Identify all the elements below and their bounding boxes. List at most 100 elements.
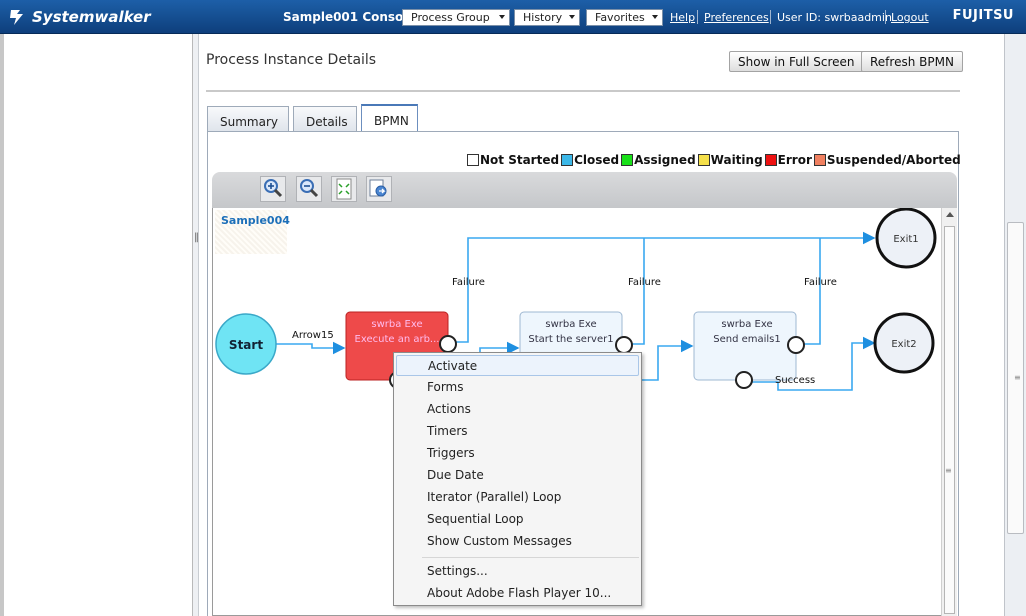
tab-bpmn[interactable]: BPMN	[361, 104, 418, 132]
menu-item-activate[interactable]: Activate	[396, 355, 639, 376]
flow-task1-to-exit1	[456, 231, 876, 343]
page-scrollbar-thumb[interactable]: ≡	[1007, 222, 1024, 534]
task3-port	[735, 371, 753, 389]
fit-to-window-icon[interactable]	[331, 176, 357, 202]
header-separator	[885, 10, 886, 24]
panel-splitter[interactable]	[193, 34, 199, 616]
refresh-bpmn-button[interactable]: Refresh BPMN	[861, 51, 963, 72]
brand-logo: Systemwalker	[8, 6, 151, 28]
header-separator	[697, 10, 698, 24]
splitter-grip-icon[interactable]: ‖	[194, 232, 199, 243]
end-event-exit2	[873, 312, 935, 374]
chevron-down-icon	[652, 15, 658, 19]
task-label-line1: swrba Exe	[545, 319, 596, 330]
history-menu-label: History	[523, 11, 563, 24]
legend-label: Suspended/Aborted	[826, 153, 961, 167]
preferences-link[interactable]: Preferences	[704, 11, 769, 24]
flow-label-success: Success	[775, 375, 815, 386]
logout-link[interactable]: Logout	[891, 11, 929, 24]
legend-swatch-waiting	[697, 154, 710, 166]
history-menu[interactable]: History	[514, 9, 580, 26]
chevron-down-icon	[499, 15, 505, 19]
legend-label: Closed	[574, 153, 620, 167]
menu-item-forms[interactable]: Forms	[427, 380, 464, 394]
chevron-down-icon	[569, 15, 575, 19]
zoom-out-icon[interactable]	[296, 176, 322, 202]
legend-swatch-assigned	[621, 154, 634, 166]
end-event-exit1	[875, 208, 937, 269]
status-legend: Not Started Closed Assigned Waiting Erro…	[465, 153, 961, 167]
menu-item-about-flash-player[interactable]: About Adobe Flash Player 10...	[427, 586, 612, 600]
export-icon[interactable]	[366, 176, 392, 202]
systemwalker-logo-icon	[10, 10, 23, 25]
task-label-line2: Start the server1	[528, 334, 613, 345]
end-event-label: Exit2	[891, 339, 916, 350]
task3-port	[787, 336, 805, 354]
legend-swatch-error	[764, 154, 777, 166]
tab-summary-label: Summary	[220, 115, 278, 129]
menu-item-show-custom-messages[interactable]: Show Custom Messages	[427, 534, 572, 548]
brand-name: Systemwalker	[32, 8, 151, 26]
end-event-label: Exit1	[893, 234, 918, 245]
menu-item-timers[interactable]: Timers	[427, 424, 468, 438]
task-label-line2: Send emails1	[713, 334, 781, 345]
legend-swatch-suspended-aborted	[813, 154, 826, 166]
legend-label: Not Started	[480, 153, 560, 167]
top-header: Systemwalker Sample001 Console Process G…	[0, 0, 1026, 34]
legend-label: Error	[777, 153, 812, 167]
start-event-label: Start	[229, 338, 263, 352]
flow-label-failure: Failure	[452, 277, 485, 288]
menu-item-sequential-loop[interactable]: Sequential Loop	[427, 512, 524, 526]
canvas-scrollbar[interactable]: ≡	[941, 208, 957, 616]
context-menu: Activate Forms Actions Timers Triggers D…	[393, 352, 642, 606]
flow-task2-to-exit1	[632, 238, 645, 345]
favorites-menu-label: Favorites	[595, 11, 645, 24]
legend-swatch-not-started	[467, 154, 479, 166]
process-group-menu[interactable]: Process Group	[402, 9, 510, 26]
flow-label-arrow15: Arrow15	[292, 330, 334, 341]
show-full-screen-button[interactable]: Show in Full Screen	[729, 51, 864, 72]
flow-label-failure: Failure	[804, 277, 837, 288]
left-panel	[0, 34, 193, 616]
menu-divider	[422, 557, 639, 558]
pool-label: Sample004	[215, 210, 290, 254]
legend-swatch-closed	[561, 154, 574, 166]
tab-details-label: Details	[306, 115, 348, 129]
console-title: Sample001 Console	[283, 10, 416, 24]
task-label-line1: swrba Exe	[371, 319, 422, 330]
task-label-line2: Execute an arb...	[355, 334, 440, 345]
process-group-menu-label: Process Group	[411, 11, 490, 24]
menu-item-due-date[interactable]: Due Date	[427, 468, 484, 482]
flow-task3-to-exit2	[746, 336, 876, 391]
flow-start-to-task1	[276, 341, 346, 355]
tab-details[interactable]: Details	[293, 106, 357, 132]
page-title: Process Instance Details	[206, 52, 377, 68]
task1-port	[439, 335, 457, 353]
title-divider	[206, 90, 960, 92]
page-scrollbar[interactable]: ≡	[1004, 34, 1026, 616]
favorites-menu[interactable]: Favorites	[586, 9, 663, 26]
tab-summary[interactable]: Summary	[207, 106, 289, 132]
menu-item-triggers[interactable]: Triggers	[427, 446, 475, 460]
scrollbar-grip-icon: ≡	[1014, 373, 1021, 382]
flow-task3-to-exit1	[804, 238, 821, 345]
menu-item-settings[interactable]: Settings...	[427, 564, 488, 578]
tab-bpmn-label: BPMN	[374, 114, 409, 128]
scrollbar-grip-icon: ≡	[945, 466, 952, 475]
scroll-up-icon[interactable]	[946, 212, 954, 217]
menu-item-actions[interactable]: Actions	[427, 402, 471, 416]
start-event	[215, 313, 277, 375]
flow-label-failure: Failure	[628, 277, 661, 288]
task2-port	[615, 336, 633, 354]
header-separator	[770, 10, 771, 24]
fujitsu-logo: FUJITSU	[952, 8, 1014, 23]
task-label-line1: swrba Exe	[721, 319, 772, 330]
zoom-in-icon[interactable]	[260, 176, 286, 202]
user-id: User ID: swrbaadmin	[777, 11, 892, 24]
canvas-scrollbar-thumb[interactable]	[944, 226, 955, 614]
help-link[interactable]: Help	[670, 11, 696, 24]
legend-label: Waiting	[710, 153, 763, 167]
bpmn-toolbar	[212, 172, 957, 208]
legend-label: Assigned	[634, 153, 696, 167]
menu-item-iterator-parallel-loop[interactable]: Iterator (Parallel) Loop	[427, 490, 562, 504]
